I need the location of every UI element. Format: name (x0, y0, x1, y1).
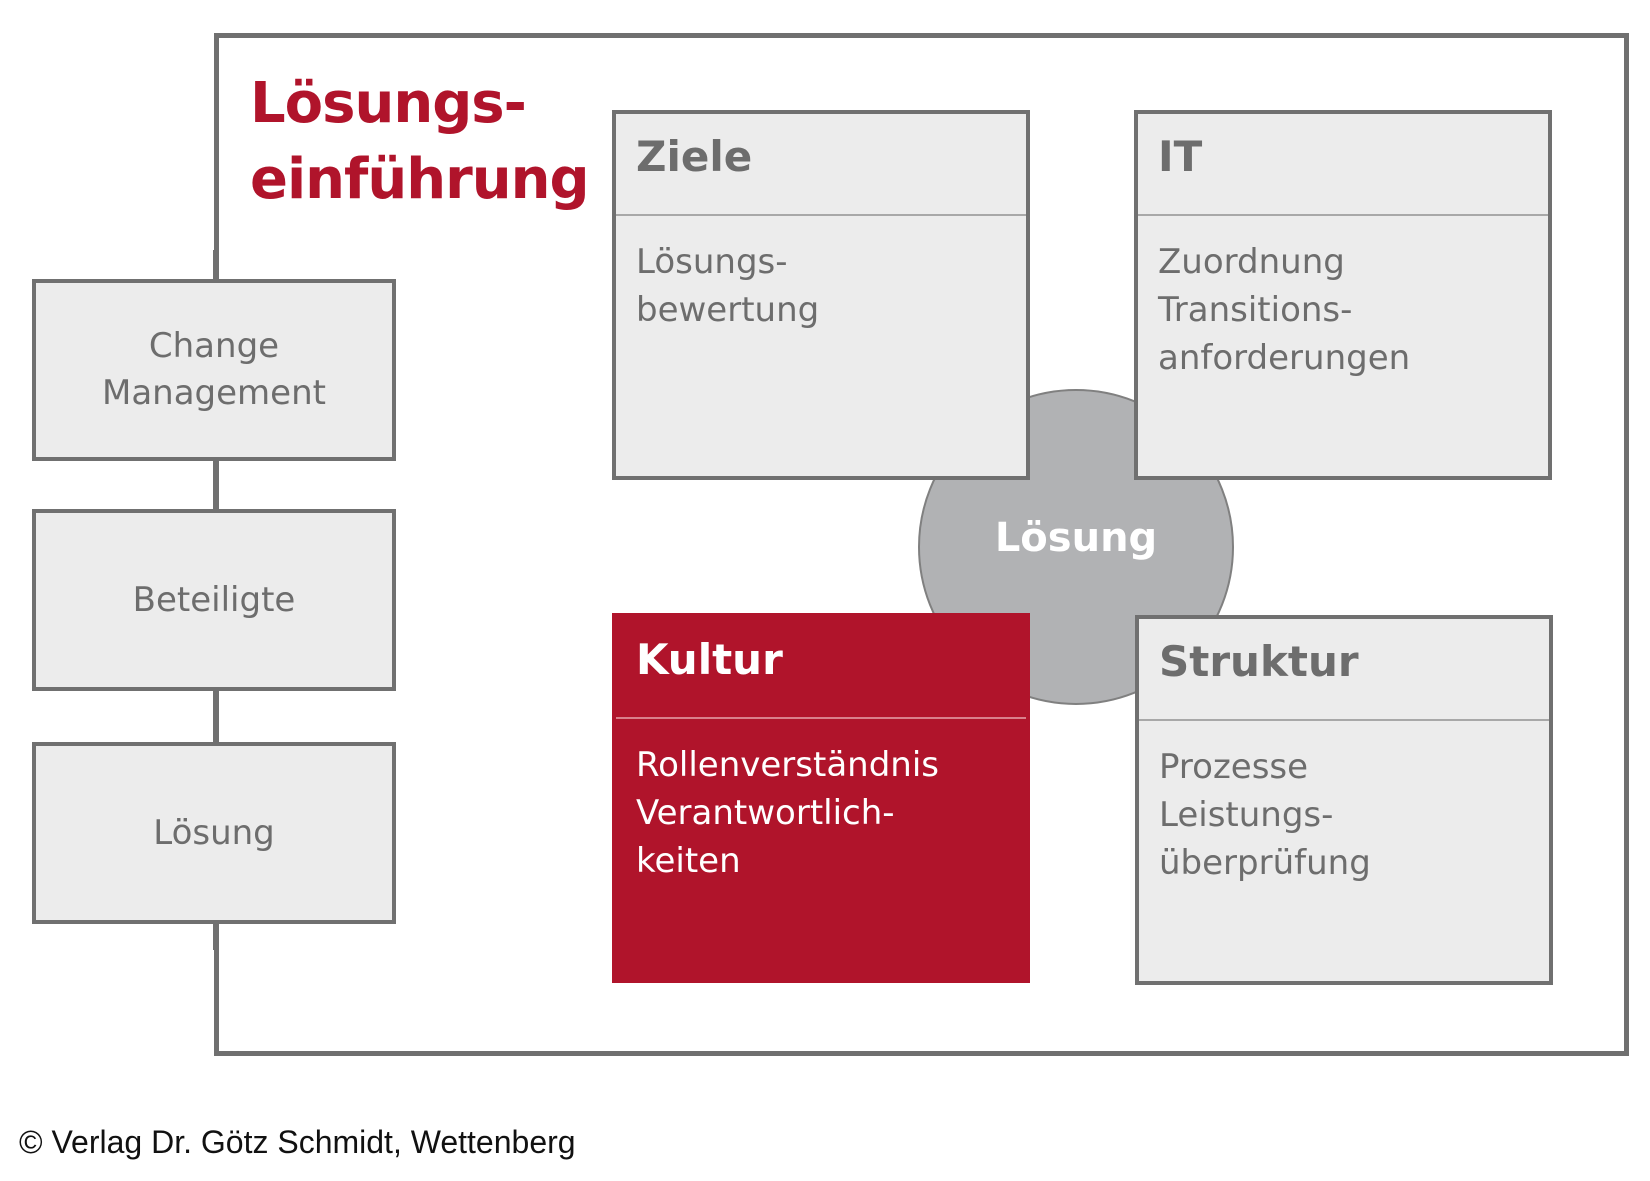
quadrant-line: bewertung (636, 290, 820, 330)
quadrant-line: anforderungen (1158, 338, 1411, 378)
quadrant-line: Transitions- (1158, 290, 1353, 330)
quadrant-line: Prozesse (1159, 747, 1309, 787)
center-label: Lösung (994, 515, 1158, 561)
quadrant-line: Leistungs- (1159, 795, 1334, 835)
quadrant-line: Rollenverständnis (636, 745, 939, 785)
quadrant-title: Struktur (1139, 619, 1549, 721)
box-label: Beteiligte (132, 579, 296, 620)
title-line-2: einführung (250, 147, 590, 212)
box-loesung: Lösung (32, 742, 396, 924)
quadrant-line: überprüfung (1159, 843, 1371, 883)
copyright-notice: © Verlag Dr. Götz Schmidt, Wettenberg (19, 1124, 576, 1160)
quadrant-line: Verantwortlich- (636, 793, 895, 833)
box-label: Change (148, 326, 280, 366)
box-label: Management (102, 373, 326, 413)
quadrant-line: keiten (636, 841, 741, 881)
quadrant-title: IT (1138, 114, 1548, 216)
box-beteiligte: Beteiligte (32, 509, 396, 691)
title-line-1: Lösungs- (250, 71, 527, 136)
quadrant-ziele: Ziele Lösungs-bewertung (612, 110, 1030, 480)
diagram-title: Lösungs- einführung (250, 66, 590, 218)
quadrant-line: Lösungs- (636, 242, 788, 282)
quadrant-line: Zuordnung (1158, 242, 1345, 282)
quadrant-title: Ziele (616, 114, 1026, 216)
box-label: Lösung (153, 812, 275, 853)
quadrant-title: Kultur (616, 617, 1026, 719)
